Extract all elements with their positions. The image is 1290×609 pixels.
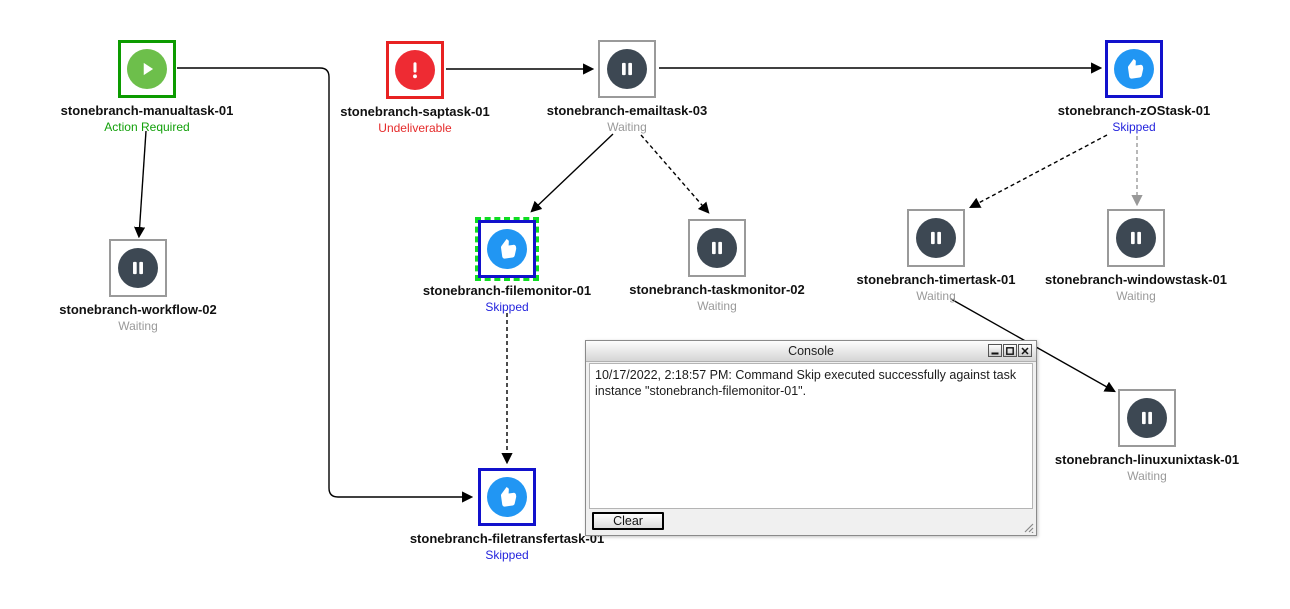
status-icon-circle <box>1114 49 1154 89</box>
console-log: 10/17/2022, 2:18:57 PM: Command Skip exe… <box>589 363 1033 509</box>
task-node-box[interactable] <box>907 209 965 267</box>
task-status-label: Waiting <box>1127 469 1167 483</box>
edge-emailtask-03-to-taskmonitor-02 <box>640 134 710 214</box>
edge-manualtask-01-to-filetransfertask-01 <box>177 67 474 503</box>
status-icon-circle <box>1116 218 1156 258</box>
status-icon-circle <box>487 229 527 269</box>
pause-icon <box>704 235 730 261</box>
task-node-zOStask-01: stonebranch-zOStask-01 Skipped <box>1024 40 1244 134</box>
task-node-box[interactable] <box>118 40 176 98</box>
task-name-label: stonebranch-filetransfertask-01 <box>409 531 605 546</box>
status-icon-circle <box>697 228 737 268</box>
thumb-icon <box>494 236 520 262</box>
thumb-icon <box>1121 56 1147 82</box>
task-node-filetransfertask-01: stonebranch-filetransfertask-01 Skipped <box>397 468 617 562</box>
task-status-label: Undeliverable <box>378 121 452 135</box>
close-icon <box>1021 346 1029 355</box>
task-status-label: Action Required <box>104 120 190 134</box>
task-status-label: Waiting <box>607 120 647 134</box>
task-status-label: Waiting <box>118 319 158 333</box>
minimize-button[interactable] <box>988 344 1002 357</box>
alert-icon <box>402 57 428 83</box>
status-icon-circle <box>127 49 167 89</box>
task-node-saptask-01: stonebranch-saptask-01 Undeliverable <box>305 41 525 135</box>
status-icon-circle <box>607 49 647 89</box>
pause-icon <box>1123 225 1149 251</box>
play-icon <box>134 56 160 82</box>
task-status-label: Skipped <box>485 300 529 314</box>
pause-icon <box>125 255 151 281</box>
console-log-entry: 10/17/2022, 2:18:57 PM: Command Skip exe… <box>595 368 1017 399</box>
task-name-label: stonebranch-timertask-01 <box>856 272 1016 287</box>
task-status-label: Skipped <box>1112 120 1156 134</box>
minimize-icon <box>991 352 999 354</box>
maximize-icon <box>1006 346 1014 355</box>
edge-manualtask-01-to-workflow-02 <box>134 130 147 239</box>
task-status-label: Waiting <box>1116 289 1156 303</box>
task-status-label: Waiting <box>916 289 956 303</box>
task-node-linuxunixtask-01: stonebranch-linuxunixtask-01 Waiting <box>1037 389 1257 483</box>
console-titlebar[interactable]: Console <box>586 341 1036 362</box>
status-icon-circle <box>487 477 527 517</box>
task-node-windowstask-01: stonebranch-windowstask-01 Waiting <box>1026 209 1246 303</box>
task-name-label: stonebranch-workflow-02 <box>59 302 217 317</box>
status-icon-circle <box>395 50 435 90</box>
task-node-taskmonitor-02: stonebranch-taskmonitor-02 Waiting <box>607 219 827 313</box>
task-name-label: stonebranch-taskmonitor-02 <box>629 282 805 297</box>
task-name-label: stonebranch-manualtask-01 <box>60 103 234 118</box>
task-name-label: stonebranch-linuxunixtask-01 <box>1054 452 1240 467</box>
task-node-box[interactable] <box>109 239 167 297</box>
resize-handle-icon[interactable] <box>1022 521 1034 533</box>
task-status-label: Waiting <box>697 299 737 313</box>
edge-zOStask-01-to-timertask-01 <box>969 134 1108 209</box>
task-node-box[interactable] <box>386 41 444 99</box>
pause-icon <box>614 56 640 82</box>
maximize-button[interactable] <box>1003 344 1017 357</box>
task-node-box[interactable] <box>688 219 746 277</box>
close-button[interactable] <box>1018 344 1032 357</box>
task-node-box[interactable] <box>1118 389 1176 447</box>
edge-emailtask-03-to-filemonitor-01 <box>530 133 614 213</box>
task-node-filemonitor-01: stonebranch-filemonitor-01 Skipped <box>397 217 617 314</box>
task-name-label: stonebranch-filemonitor-01 <box>422 283 592 298</box>
task-name-label: stonebranch-saptask-01 <box>340 104 490 119</box>
pause-icon <box>1134 405 1160 431</box>
window-controls <box>988 344 1032 357</box>
clear-button[interactable]: Clear <box>592 512 664 530</box>
task-node-emailtask-03: stonebranch-emailtask-03 Waiting <box>517 40 737 134</box>
task-node-box[interactable] <box>478 468 536 526</box>
task-node-box[interactable] <box>598 40 656 98</box>
console-title: Console <box>788 344 834 358</box>
status-icon-circle <box>118 248 158 288</box>
task-name-label: stonebranch-windowstask-01 <box>1044 272 1228 287</box>
task-name-label: stonebranch-zOStask-01 <box>1057 103 1211 118</box>
task-node-box[interactable] <box>1105 40 1163 98</box>
task-node-box[interactable] <box>475 217 539 281</box>
status-icon-circle <box>1127 398 1167 438</box>
status-icon-circle <box>916 218 956 258</box>
thumb-icon <box>494 484 520 510</box>
task-name-label: stonebranch-emailtask-03 <box>546 103 708 118</box>
task-node-workflow-02: stonebranch-workflow-02 Waiting <box>28 239 248 333</box>
task-status-label: Skipped <box>485 548 529 562</box>
task-node-manualtask-01: stonebranch-manualtask-01 Action Require… <box>37 40 257 134</box>
task-node-box[interactable] <box>1107 209 1165 267</box>
task-node-timertask-01: stonebranch-timertask-01 Waiting <box>826 209 1046 303</box>
pause-icon <box>923 225 949 251</box>
console-window[interactable]: Console 10/17/2022, 2:18:57 PM: Command … <box>585 340 1037 536</box>
